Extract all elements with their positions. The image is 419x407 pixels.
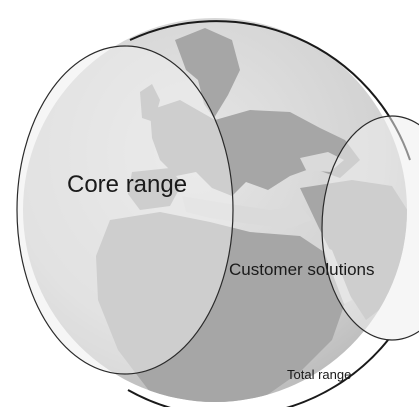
customer-solutions-circle: [321, 115, 419, 341]
land-scandinavia: [175, 28, 240, 118]
core-range-label: Core range: [67, 171, 187, 198]
customer-solutions-label: Customer solutions: [229, 260, 375, 279]
core-range-circle: [16, 45, 234, 375]
total-range-arc-lower: [127, 339, 389, 407]
total-range-label: Total range: [287, 367, 351, 382]
